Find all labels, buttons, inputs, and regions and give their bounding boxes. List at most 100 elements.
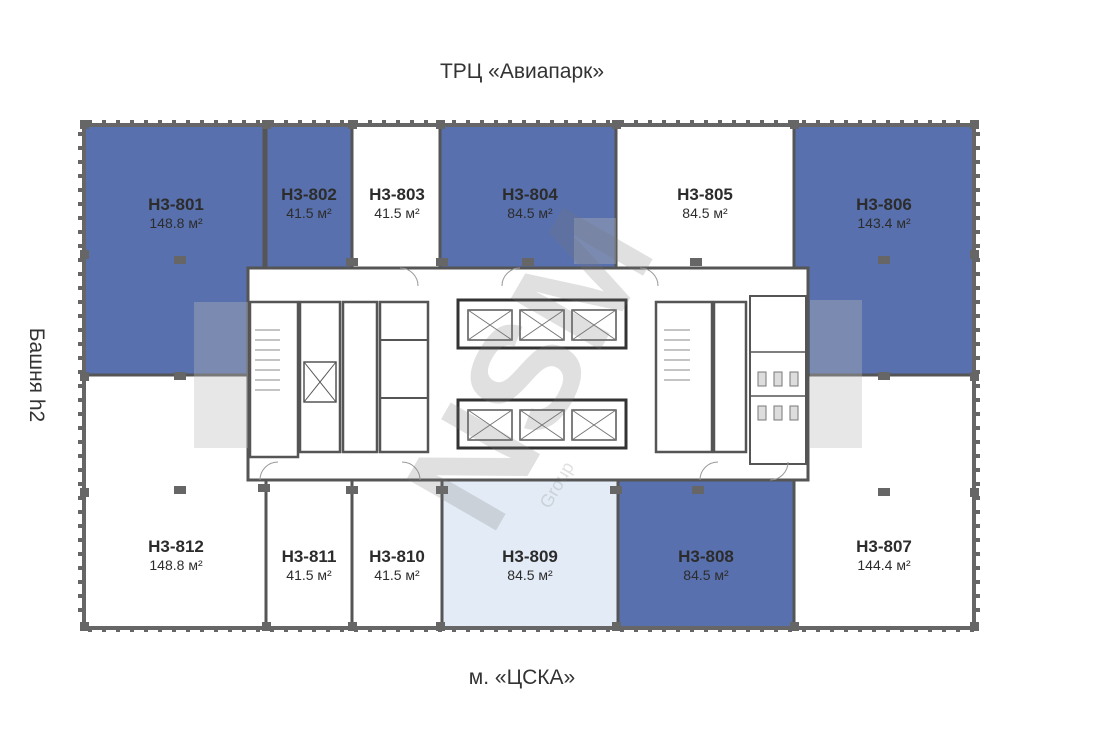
facade-mullion — [746, 120, 750, 126]
facade-mullion — [116, 626, 120, 632]
unit-3803[interactable] — [350, 123, 442, 270]
inner-column — [610, 486, 622, 494]
structural-column — [436, 622, 445, 631]
facade-mullion — [494, 120, 498, 126]
unit-3809[interactable] — [440, 478, 620, 630]
facade-mullion — [298, 120, 302, 126]
stair-right — [654, 300, 714, 454]
facade-mullion — [78, 580, 84, 584]
facade-mullion — [634, 120, 638, 126]
unit-3810-id: Н3-810 — [369, 547, 425, 566]
unit-3803-id: Н3-803 — [369, 185, 425, 204]
facade-mullion — [974, 328, 980, 332]
facade-mullion — [78, 566, 84, 570]
facade-mullion — [648, 120, 652, 126]
facade-mullion — [816, 626, 820, 632]
facade-mullion — [648, 626, 652, 632]
facade-mullion — [522, 120, 526, 126]
unit-3807-area: 144.4 м² — [857, 557, 911, 573]
facade-mullion — [78, 174, 84, 178]
facade-mullion — [326, 120, 330, 126]
structural-column — [80, 120, 89, 129]
facade-mullion — [974, 258, 980, 262]
facade-mullion — [410, 120, 414, 126]
shaft-b — [378, 300, 430, 454]
facade-mullion — [564, 626, 568, 632]
structural-column — [612, 622, 621, 631]
facade-mullion — [676, 120, 680, 126]
facade-mullion — [886, 120, 890, 126]
facade-mullion — [88, 120, 92, 126]
facade-mullion — [592, 626, 596, 632]
facade-mullion — [116, 120, 120, 126]
facade-mullion — [242, 120, 246, 126]
unit-3808-area: 84.5 м² — [683, 567, 729, 583]
facade-mullion — [186, 120, 190, 126]
facade-mullion — [974, 426, 980, 430]
facade-mullion — [956, 120, 960, 126]
facade-mullion — [78, 230, 84, 234]
facade-mullion — [592, 120, 596, 126]
facade-mullion — [732, 120, 736, 126]
facade-mullion — [914, 626, 918, 632]
facade-mullion — [130, 626, 134, 632]
facade-mullion — [78, 342, 84, 346]
unit-3802-id: Н3-802 — [281, 185, 337, 204]
facade-mullion — [634, 626, 638, 632]
facade-mullion — [974, 244, 980, 248]
facade-mullion — [760, 120, 764, 126]
unit-3805-id: Н3-805 — [677, 185, 733, 204]
facade-mullion — [214, 626, 218, 632]
unit-3812[interactable] — [82, 373, 268, 630]
facade-mullion — [158, 120, 162, 126]
unit-3801[interactable] — [82, 123, 266, 377]
facade-mullion — [78, 160, 84, 164]
facade-mullion — [242, 626, 246, 632]
facade-mullion — [928, 626, 932, 632]
facade-mullion — [974, 342, 980, 346]
facade-mullion — [802, 626, 806, 632]
facade-mullion — [424, 120, 428, 126]
facade-mullion — [340, 626, 344, 632]
facade-mullion — [78, 608, 84, 612]
facade-mullion — [480, 626, 484, 632]
facade-mullion — [928, 120, 932, 126]
facade-mullion — [578, 626, 582, 632]
facade-mullion — [172, 626, 176, 632]
inner-column — [878, 488, 890, 496]
facade-mullion — [424, 626, 428, 632]
facade-mullion — [312, 626, 316, 632]
facade-mullion — [974, 454, 980, 458]
facade-mullion — [620, 120, 624, 126]
facade-mullion — [886, 626, 890, 632]
facade-mullion — [974, 132, 980, 136]
facade-mullion — [78, 202, 84, 206]
facade-mullion — [78, 328, 84, 332]
facade-mullion — [690, 120, 694, 126]
inner-column — [878, 256, 890, 264]
facade-mullion — [78, 314, 84, 318]
facade-mullion — [942, 120, 946, 126]
inner-column — [690, 258, 702, 266]
facade-mullion — [662, 626, 666, 632]
facade-mullion — [78, 384, 84, 388]
structural-column — [790, 622, 799, 631]
facade-mullion — [522, 626, 526, 632]
facade-mullion — [78, 216, 84, 220]
facade-mullion — [704, 120, 708, 126]
facade-mullion — [844, 120, 848, 126]
facade-mullion — [974, 384, 980, 388]
structural-column — [970, 372, 979, 381]
facade-mullion — [974, 174, 980, 178]
facade-mullion — [760, 626, 764, 632]
facade-mullion — [872, 120, 876, 126]
facade-mullion — [466, 626, 470, 632]
facade-mullion — [452, 120, 456, 126]
structural-column — [262, 120, 271, 129]
facade-mullion — [214, 120, 218, 126]
facade-mullion — [704, 626, 708, 632]
structural-column — [436, 120, 445, 129]
unit-3812-area: 148.8 м² — [149, 557, 203, 573]
facade-mullion — [974, 286, 980, 290]
facade-mullion — [396, 626, 400, 632]
